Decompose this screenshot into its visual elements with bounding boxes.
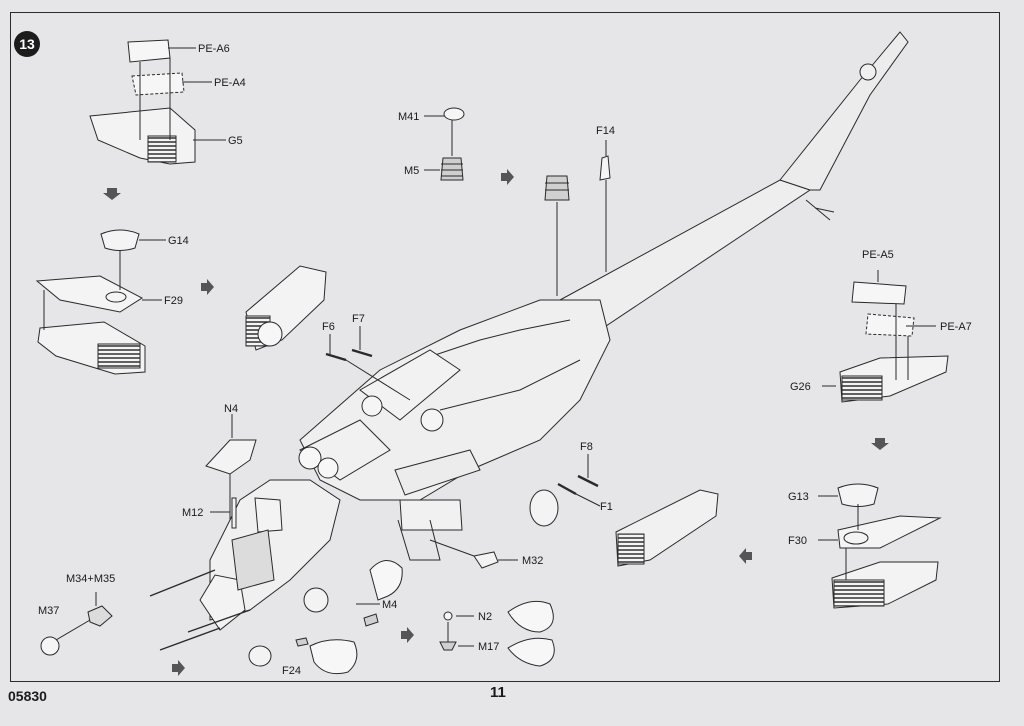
label-g13: G13 — [788, 491, 809, 503]
label-m32: M32 — [522, 555, 543, 567]
f29-cover-part — [35, 275, 143, 313]
label-m17: M17 — [478, 641, 499, 653]
label-m4: M4 — [382, 599, 397, 611]
m5-rotor-hub-part — [440, 157, 464, 181]
label-m41: M41 — [398, 111, 419, 123]
f6-f7-parts — [325, 348, 373, 362]
pe-a4-photoetch-part — [131, 72, 185, 96]
direction-arrows — [103, 169, 889, 676]
label-pe-a7: PE-A7 — [940, 321, 972, 333]
engine-exhaust-part — [245, 265, 327, 351]
label-g5: G5 — [228, 135, 243, 147]
label-pe-a5: PE-A5 — [862, 249, 894, 261]
helicopter-fuselage — [149, 31, 909, 651]
label-f8: F8 — [580, 441, 593, 453]
label-f1: F1 — [600, 501, 613, 513]
pe-a6-photoetch-part — [127, 39, 171, 63]
f24-detail-callout — [309, 639, 358, 675]
assembled-intake-right — [831, 561, 939, 609]
label-n2: N2 — [478, 611, 492, 623]
label-pe-a4: PE-A4 — [214, 77, 246, 89]
f24-part — [248, 637, 309, 667]
label-g14: G14 — [168, 235, 189, 247]
label-m12: M12 — [182, 507, 203, 519]
m17-part — [439, 641, 457, 651]
m34-m35-lamp-part — [87, 605, 113, 627]
page-number: 11 — [490, 684, 506, 701]
part-labels: PE-A6 PE-A4 G5 G14 F29 M41 M5 F14 F6 F7 … — [38, 43, 972, 677]
m37-dome-part — [40, 636, 60, 656]
catalog-number: 05830 — [8, 688, 47, 704]
f30-cover-part — [837, 515, 942, 549]
m41-cap-part — [443, 107, 465, 121]
label-f14: F14 — [596, 125, 615, 137]
assembled-intake-left — [37, 321, 146, 375]
label-f30: F30 — [788, 535, 807, 547]
m12-antenna-part — [231, 497, 237, 529]
g5-intake-part — [89, 107, 196, 165]
step-number-badge: 13 — [14, 31, 40, 57]
label-pe-a6: PE-A6 — [198, 43, 230, 55]
rotor-mast-part — [544, 175, 570, 201]
n2-m17-detail-callouts — [507, 600, 555, 667]
label-m5: M5 — [404, 165, 419, 177]
g26-intake-part — [839, 355, 949, 403]
f8-f1-parts — [557, 474, 599, 496]
label-g26: G26 — [790, 381, 811, 393]
pe-a7-photoetch-part — [865, 313, 915, 337]
exhaust-f1-part — [615, 489, 719, 567]
n2-part — [443, 611, 453, 621]
label-n4: N4 — [224, 403, 238, 415]
f14-antenna-part — [599, 155, 611, 181]
label-f6: F6 — [322, 321, 335, 333]
page-frame — [10, 12, 1000, 682]
label-m34-m35: M34+M35 — [66, 573, 115, 585]
m4-part — [363, 560, 403, 627]
label-f7: F7 — [352, 313, 365, 325]
g14-cup-part — [100, 229, 140, 251]
label-f24: F24 — [282, 665, 301, 677]
pe-a5-photoetch-part — [851, 281, 907, 305]
m32-part — [473, 551, 499, 569]
n4-canopy-part — [205, 439, 257, 475]
label-m37: M37 — [38, 605, 59, 617]
g13-cup-part — [837, 483, 879, 507]
label-f29: F29 — [164, 295, 183, 307]
